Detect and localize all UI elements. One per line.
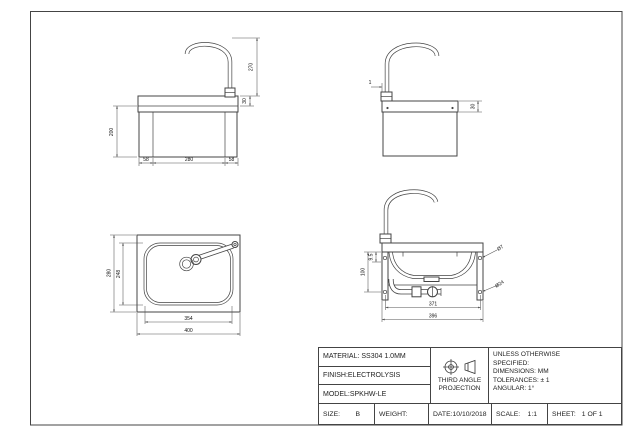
note-line-1: UNLESS OTHERWISE [493, 351, 561, 358]
dim-front-spout-mount: 30 [242, 98, 248, 104]
dim-section-outer-width: 396 [429, 314, 438, 320]
title-block: MATERIAL: SS304 1.0MM FINISH:ELECTROLYSI… [318, 347, 622, 425]
note-line-4: TOLERANCES: ± 1 [493, 376, 550, 384]
dim-front-width: 280 [185, 157, 194, 163]
material-text: MATERIAL: SS304 1.0MM [323, 353, 406, 361]
dim-plan-outer-depth: 280 [107, 269, 113, 278]
note-line-2: SPECIFIED: [493, 359, 530, 367]
material-row: MATERIAL: SS304 1.0MM [319, 348, 430, 367]
section-basin-inner [392, 251, 472, 276]
model-row: MODEL:SPKHW-LE [319, 385, 430, 403]
note-line-3: DIMENSIONS: MM [493, 368, 549, 376]
front-faucet [184, 42, 236, 98]
section-basin-outer [388, 251, 476, 279]
section-rim [381, 242, 484, 253]
section-flange-left [381, 251, 389, 301]
title-block-bottom-row: SIZE: B WEIGHT: DATE:10/10/2018 SCALE: 1… [319, 404, 621, 424]
dim-section-top-offset: 9.5 [369, 253, 375, 260]
sheet-label: SHEET: [552, 410, 576, 418]
side-hole-right [451, 106, 454, 110]
dim-front-flange-left: 58 [143, 157, 149, 163]
front-rim [137, 95, 239, 113]
dim-front-flange-right: 58 [229, 157, 235, 163]
dim-plan-outer-width: 400 [184, 328, 193, 334]
size-label: SIZE: [323, 410, 340, 418]
dim-side-hole-offset: 30 [471, 104, 477, 110]
plan-outer [136, 234, 241, 313]
side-dimensions: 1 30 [369, 80, 482, 113]
weight-cell: WEIGHT: [375, 404, 429, 424]
plan-basin-inner [146, 245, 231, 303]
front-dimensions: 270 30 200 58 280 58 [109, 37, 260, 166]
dim-section-height: 100 [361, 268, 367, 277]
dim-section-drain-diameter: Ø24 [494, 279, 505, 289]
front-body [138, 111, 238, 158]
size-cell: SIZE: B [319, 404, 375, 424]
scale-label: SCALE: [496, 410, 521, 418]
side-body [382, 111, 458, 157]
section-drain-pipe [388, 278, 442, 298]
plan-basin-outer [143, 242, 234, 306]
note-line-5: ANGULAR: 1° [493, 385, 535, 393]
side-hole-left [386, 106, 389, 110]
weight-label: WEIGHT: [379, 410, 408, 418]
date-cell: DATE:10/10/2018 [429, 404, 492, 424]
date-text: DATE:10/10/2018 [433, 410, 487, 418]
front-view: 270 30 200 58 280 58 [109, 37, 260, 166]
side-rim [381, 100, 459, 113]
third-angle-projection-icon [442, 359, 475, 375]
finish-text: FINISH:ELECTROLYSIS [323, 372, 401, 379]
plan-dimensions: 280 248 354 400 [107, 234, 241, 336]
dim-front-body-height: 200 [109, 128, 115, 137]
finish-row: FINISH:ELECTROLYSIS [319, 367, 430, 386]
plan-drain [179, 256, 194, 272]
section-faucet [379, 189, 439, 244]
side-faucet [380, 42, 440, 102]
section-hole-top-left [382, 255, 388, 261]
sheet-border [30, 11, 623, 426]
dim-section-hole-diameter: Ø7 [496, 244, 505, 253]
dim-side-gap: 1 [369, 80, 372, 86]
section-flange-right [476, 251, 484, 301]
dim-plan-basin-width: 354 [184, 316, 193, 322]
tolerance-notes: UNLESS OTHERWISE SPECIFIED: DIMENSIONS: … [489, 348, 621, 403]
section-pipe-fitting [411, 286, 422, 298]
dim-plan-basin-depth: 248 [116, 270, 122, 279]
section-hole-top-right [477, 255, 483, 261]
plan-aerator [190, 254, 202, 265]
title-block-left-column: MATERIAL: SS304 1.0MM FINISH:ELECTROLYSI… [319, 348, 431, 403]
projection-cell: THIRD ANGLE PROJECTION [431, 348, 489, 403]
section-view: 100 9.5 Ø7 Ø24 371 396 [361, 189, 506, 322]
side-view: 1 30 [369, 42, 482, 157]
section-hole-bottom-right [477, 289, 483, 295]
plan-faucet-pivot [231, 241, 239, 248]
section-hole-bottom-left [382, 289, 388, 295]
projection-label: THIRD ANGLE PROJECTION [437, 377, 482, 392]
scale-value: 1:1 [527, 410, 537, 418]
plan-view: 280 248 354 400 [107, 234, 241, 336]
dim-section-hole-span: 371 [429, 302, 438, 308]
sheet-value: 1 OF 1 [581, 410, 603, 418]
section-drain-fitting [423, 276, 440, 282]
sheet-cell: SHEET: 1 OF 1 [548, 404, 621, 424]
dim-front-faucet-height: 270 [249, 63, 255, 72]
section-dimensions: 100 9.5 Ø7 Ø24 371 396 [361, 244, 506, 322]
model-text: MODEL:SPKHW-LE [323, 390, 387, 398]
scale-cell: SCALE: 1:1 [492, 404, 548, 424]
size-value: B [355, 410, 360, 418]
plan-faucet-arm [190, 241, 239, 265]
